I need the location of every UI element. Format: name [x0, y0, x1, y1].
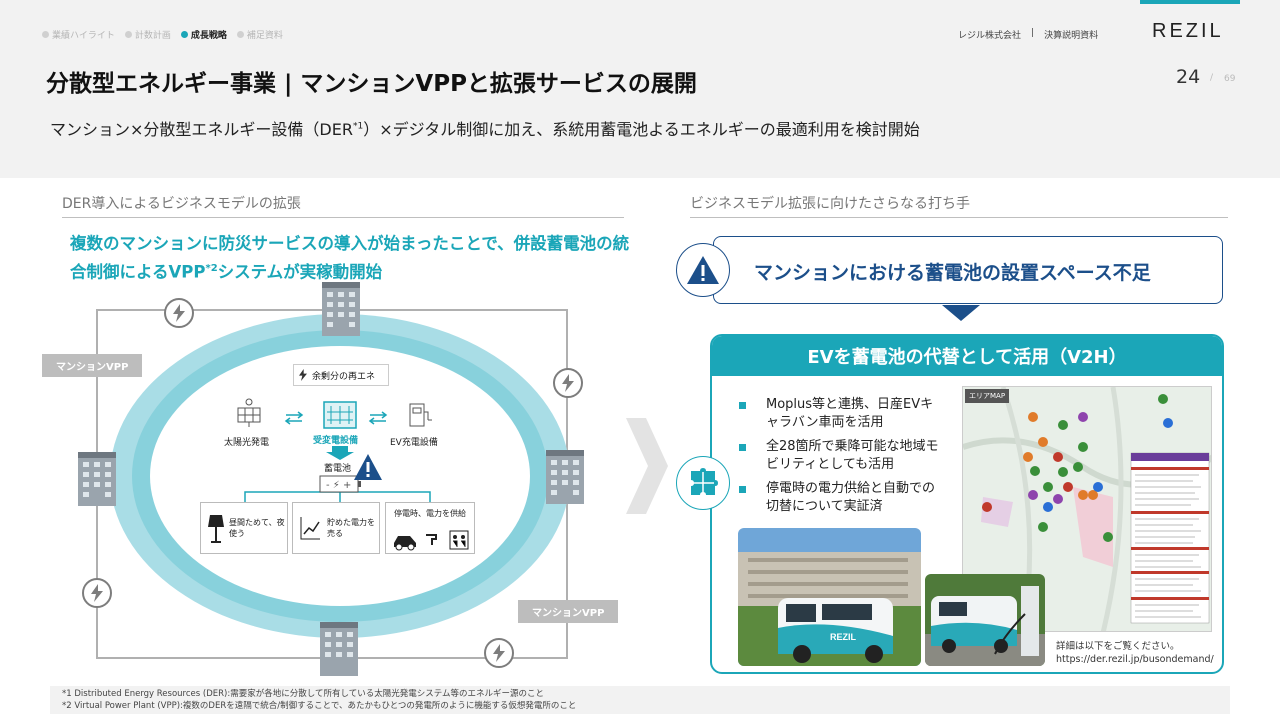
- rezil-logo: REZIL: [1152, 20, 1224, 42]
- dot-icon: [124, 31, 132, 38]
- nav-item-plan[interactable]: 計数計画: [124, 28, 171, 41]
- dot-icon: [42, 31, 49, 38]
- company-name: レジル株式会社: [958, 31, 1022, 41]
- ev-charger-label: EV充電設備: [390, 438, 438, 448]
- ev-van-photo: REZIL: [738, 528, 921, 666]
- vpp-diagram: マンションVPP マンションVPP 余剰分の再エネ 太陽光発電 受変電設備 EV…: [40, 280, 640, 680]
- battery-icon: - ⚡ +: [319, 475, 361, 493]
- use-box-day-night: 昼間ためて、夜使う: [200, 502, 288, 554]
- solar-label: 太陽光発電: [224, 438, 270, 448]
- list-item: Moplus等と連携、日産EVキャラバン車両を活用: [736, 396, 946, 432]
- left-lead-text: 複数のマンションに防災サービスの導入が始まったことで、併設蓄電池の統合制御による…: [70, 234, 630, 282]
- company-separator: |: [1031, 28, 1035, 38]
- power-bolt-icon: [484, 638, 514, 668]
- doc-type: 決算説明資料: [1044, 31, 1099, 41]
- transition-arrow-icon: [626, 418, 668, 514]
- car-water-elevator-icons: [394, 530, 469, 551]
- page-separator: /: [1210, 73, 1214, 83]
- apartment-building-icon: [322, 282, 360, 336]
- dot-icon: [180, 31, 188, 38]
- apartment-building-icon: [78, 452, 116, 506]
- detail-note: 詳細は以下をご覧ください。 https://der.rezil.jp/buson…: [1056, 641, 1214, 665]
- map-tag: エリアMAP: [965, 389, 1010, 403]
- detail-url-link[interactable]: https://der.rezil.jp/busondemand/: [1056, 654, 1214, 665]
- substation-label: 受変電設備: [313, 436, 359, 446]
- down-arrow-icon: [942, 305, 980, 321]
- van-brand-text: REZIL: [830, 632, 857, 642]
- down-arrow-icon: [326, 446, 354, 460]
- dot-icon: [236, 31, 244, 38]
- warning-icon: [676, 243, 730, 297]
- vpp-label-top: マンションVPP: [42, 354, 143, 377]
- surplus-renewable-label: 余剰分の再エネ: [293, 364, 389, 386]
- page-title: 分散型エネルギー事業 | マンションVPPと拡張サービスの展開: [46, 71, 697, 97]
- list-item: 全28箇所で乗降可能な地域モビリティとしても活用: [736, 438, 946, 474]
- solution-bullets: Moplus等と連携、日産EVキャラバン車両を活用 全28箇所で乗降可能な地域モ…: [736, 396, 946, 522]
- page-number: 24: [1176, 66, 1201, 88]
- company-info: レジル株式会社 | 決算説明資料: [958, 28, 1098, 41]
- nav-item-highlights[interactable]: 業績ハイライト: [42, 28, 115, 41]
- footnotes: *1 Distributed Energy Resources (DER):需要…: [50, 686, 1230, 714]
- map-graphics: [963, 387, 1211, 631]
- power-bolt-icon: [553, 368, 583, 398]
- bolt-icon: [299, 369, 307, 381]
- power-bolt-icon: [164, 298, 194, 328]
- substation-icon: [323, 401, 357, 429]
- footnote-1: *1 Distributed Energy Resources (DER):需要…: [62, 689, 544, 699]
- svg-text:- ⚡ +: - ⚡ +: [326, 480, 351, 491]
- footnote-2: *2 Virtual Power Plant (VPP):複数のDERを遠隔で統…: [62, 701, 577, 711]
- left-section-title: DER導入によるビジネスモデルの拡張: [62, 193, 624, 218]
- problem-text: マンションにおける蓄電池の設置スペース不足: [754, 262, 1151, 284]
- battery-label: 蓄電池: [324, 464, 352, 474]
- page-subtitle: マンション×分散型エネルギー設備（DER*1）×デジタル制御に加え、系統用蓄電池…: [50, 120, 920, 139]
- vpp-label-bottom: マンションVPP: [518, 600, 619, 623]
- power-bolt-icon: [82, 578, 112, 608]
- warning-icon: [354, 454, 382, 480]
- nav-item-appendix[interactable]: 補足資料: [236, 28, 283, 41]
- van-photo-graphics: REZIL: [738, 528, 921, 666]
- right-section-title: ビジネスモデル拡張に向けたさらなる打ち手: [690, 193, 1228, 218]
- solution-title: EVを蓄電池の代替として活用（V2H）: [712, 336, 1222, 376]
- charging-photo-graphics: [925, 574, 1045, 666]
- puzzle-icon: [676, 456, 730, 510]
- ev-charger-icon: [409, 403, 432, 427]
- ev-charging-photo: [925, 574, 1045, 666]
- top-accent-bar: [1140, 0, 1240, 4]
- list-item: 停電時の電力供給と自動での切替について実証済: [736, 480, 946, 516]
- apartment-building-icon: [546, 450, 584, 504]
- use-box-sell: 貯めた電力を売る: [292, 502, 380, 554]
- header-band: [0, 0, 1280, 178]
- flow-arrows: [284, 411, 388, 425]
- chart-up-icon: [300, 517, 320, 540]
- page-total: 69: [1224, 74, 1236, 84]
- section-nav: 業績ハイライト 計数計画 成長戦略 補足資料: [42, 28, 283, 41]
- lamp-icon: [208, 515, 224, 543]
- solar-panel-icon: [237, 398, 261, 427]
- apartment-building-icon: [320, 622, 358, 676]
- problem-box: [713, 236, 1223, 304]
- use-box-blackout: 停電時、電力を供給: [385, 502, 475, 554]
- nav-item-growth[interactable]: 成長戦略: [180, 28, 227, 41]
